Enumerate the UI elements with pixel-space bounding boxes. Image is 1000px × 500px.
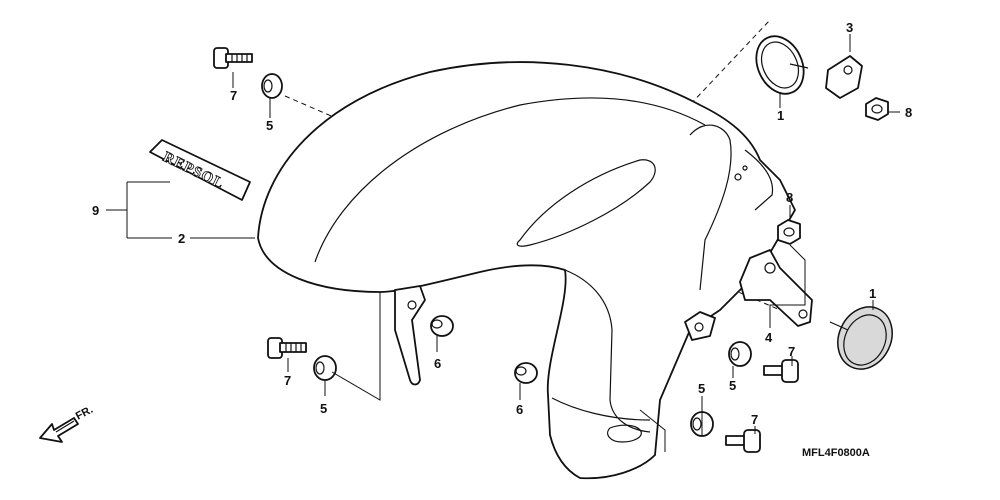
repsol-emblem: REPSOL (149, 139, 251, 201)
callout-5-bottom: 5 (698, 381, 705, 396)
front-direction-arrow: FR. (39, 404, 95, 443)
collar-left (430, 315, 454, 337)
callout-4: 4 (765, 330, 773, 345)
nut-mid (777, 219, 801, 245)
callout-8-mid: 8 (786, 190, 793, 205)
fender-inner-bracket (394, 285, 426, 386)
grommet-left (313, 355, 337, 381)
grommet-mid (728, 341, 752, 367)
callout-3: 3 (846, 20, 853, 35)
nut-top (865, 97, 889, 121)
front-fender (257, 61, 796, 480)
bolt-top (213, 47, 253, 69)
reflector-bracket-top (825, 55, 863, 99)
callout-1-top: 1 (777, 108, 784, 123)
callout-7-right: 7 (788, 344, 795, 359)
leader-lines (106, 34, 900, 452)
callout-7-bottom: 7 (751, 412, 758, 427)
diagram-code: MFL4F0800A (802, 447, 870, 459)
bolt-left (267, 337, 307, 359)
callout-6-left: 6 (434, 356, 441, 371)
front-direction-label: FR. (74, 404, 95, 423)
callout-8-top: 8 (905, 105, 912, 120)
callout-9: 9 (92, 203, 99, 218)
bolt-bottom (725, 429, 761, 453)
callout-7-top: 7 (230, 88, 237, 103)
bolt-right (763, 359, 799, 383)
grommet-top (261, 73, 283, 99)
callout-2: 2 (178, 231, 185, 246)
callout-5-mid: 5 (729, 378, 736, 393)
callout-7-left: 7 (284, 373, 291, 388)
callout-5-top: 5 (266, 118, 273, 133)
reflector-right (829, 306, 893, 370)
reflector-bracket-mid (739, 249, 813, 327)
callout-1-right: 1 (869, 286, 876, 301)
callout-5-left: 5 (320, 401, 327, 416)
reflector-top (755, 35, 809, 95)
collar-mid (514, 362, 538, 384)
callout-6-mid: 6 (516, 402, 523, 417)
